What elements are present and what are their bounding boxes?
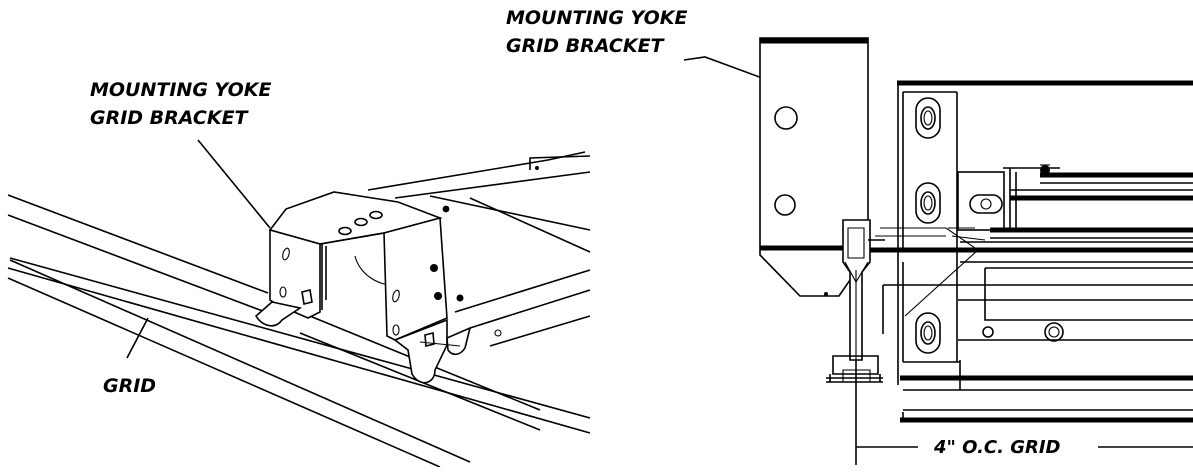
grid-tbar-clip: [826, 219, 986, 383]
right-bracket-label-line1: MOUNTING YOKE: [506, 7, 687, 29]
fixture-body: [868, 80, 1193, 423]
dimension-4in-oc-grid: 4" O.C. GRID: [855, 360, 1193, 465]
left-callouts: MOUNTING YOKE GRID BRACKET GRID: [90, 79, 271, 397]
mounting-yoke-bracket-iso: [254, 191, 472, 384]
left-isometric-view: MOUNTING YOKE GRID BRACKET GRID: [7, 79, 591, 468]
grid-label: GRID: [103, 375, 156, 397]
bracket-leader-line: [197, 139, 271, 229]
dimension-label: 4" O.C. GRID: [933, 437, 1061, 458]
grid-leader-line: [126, 317, 149, 359]
mounting-holes: [915, 97, 1064, 354]
bracket-label-line2: GRID BRACKET: [90, 107, 250, 129]
fixture-housing: [367, 151, 591, 347]
bracket-label-line1: MOUNTING YOKE: [90, 79, 271, 101]
right-orthographic-view: MOUNTING YOKE GRID BRACKET: [506, 7, 1193, 465]
right-bracket-label-line2: GRID BRACKET: [506, 35, 666, 57]
lamp-rails: [960, 164, 1193, 321]
grid-rails: [7, 194, 591, 468]
